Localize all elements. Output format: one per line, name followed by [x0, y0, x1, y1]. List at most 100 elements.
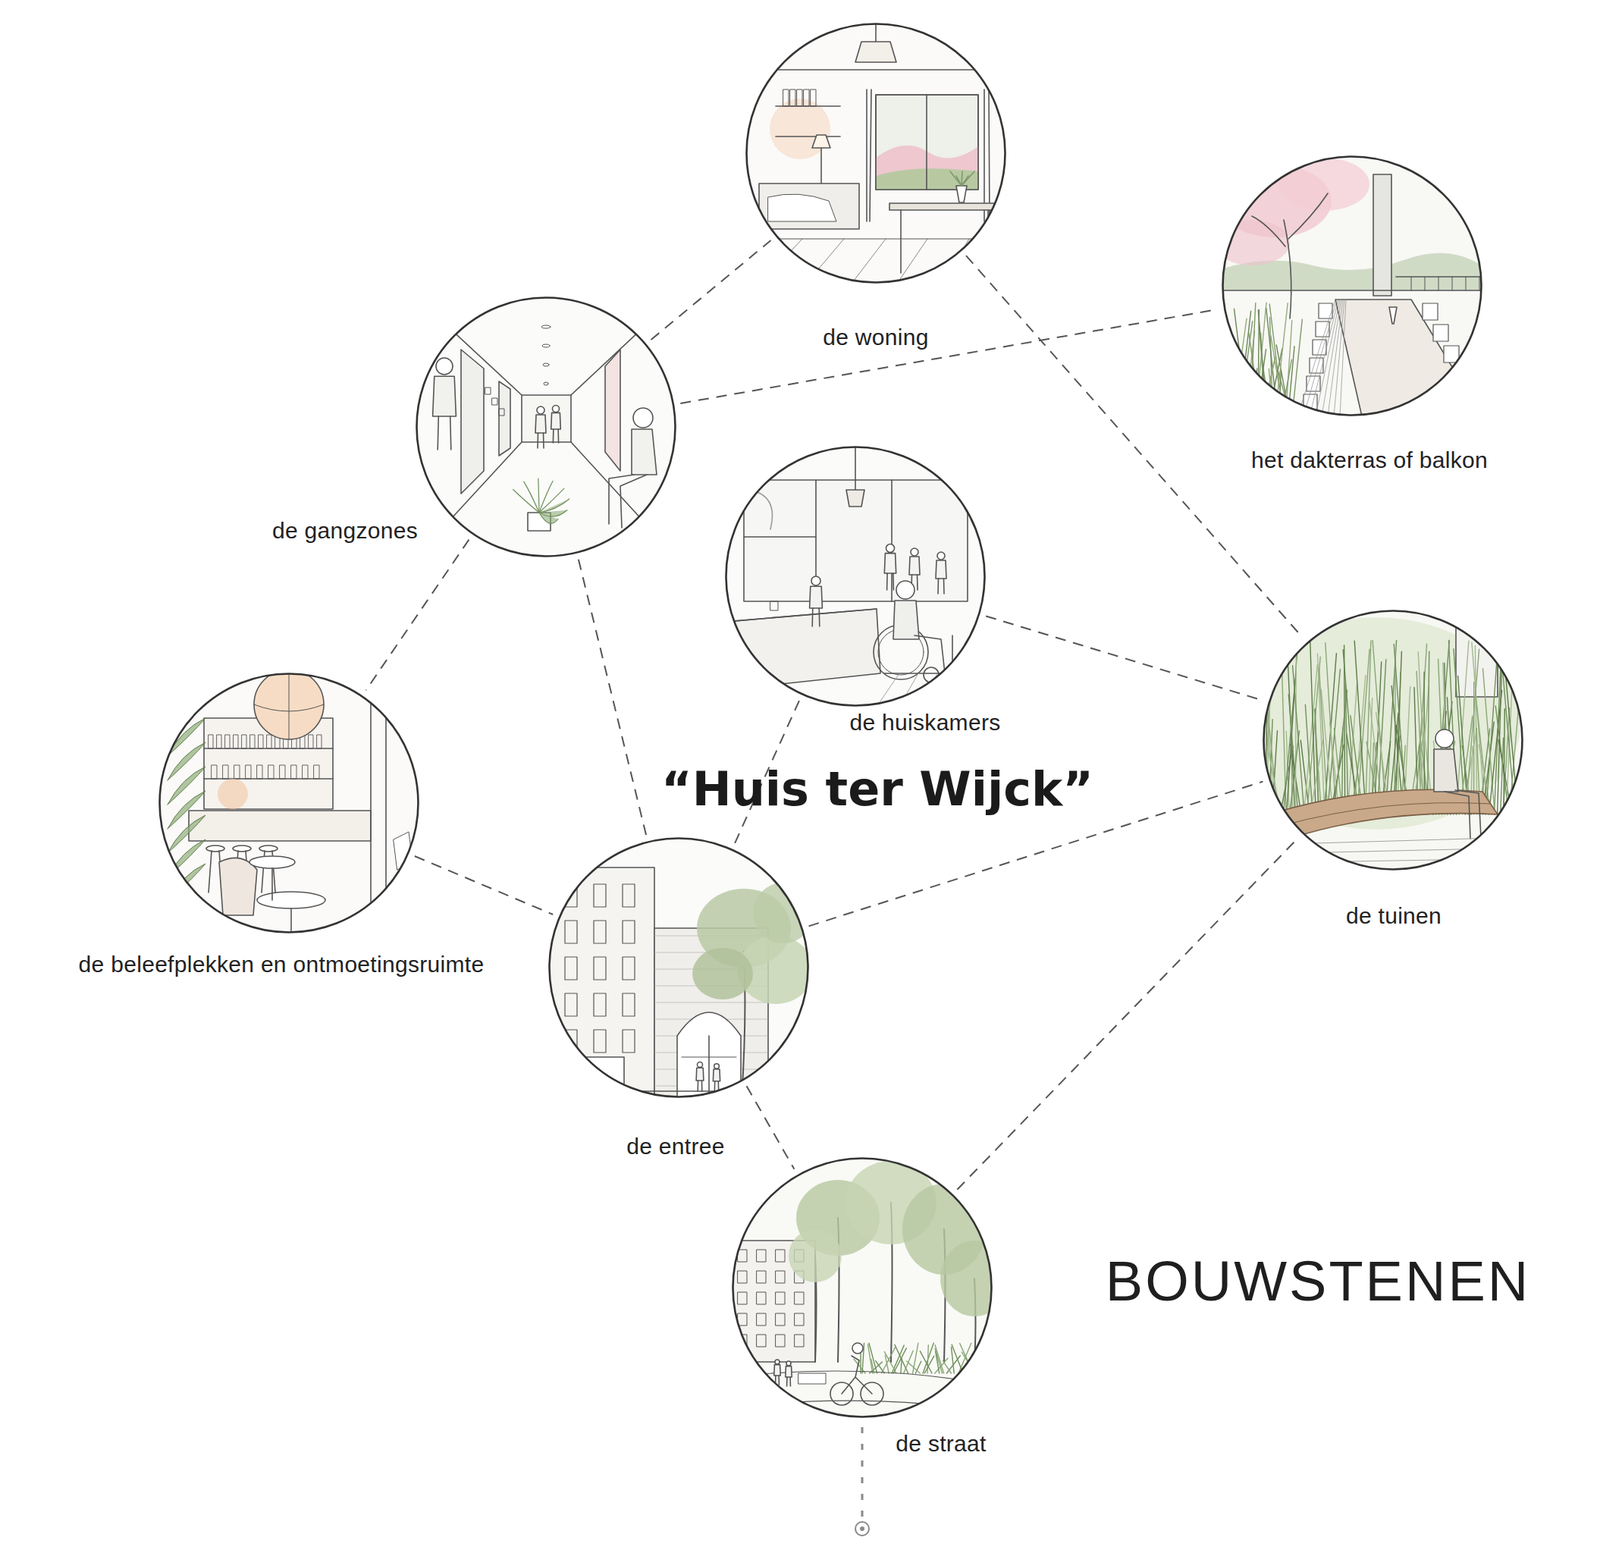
sketch-stroke: [1489, 690, 1503, 815]
sketch-stroke: [385, 672, 387, 934]
sketch-stroke: [972, 1355, 986, 1375]
sketch-stroke: [794, 1292, 804, 1305]
sketch-stroke: [593, 956, 606, 980]
end-dot-core: [859, 1526, 865, 1531]
node-label: de beleefplekken en ontmoetingsruimte: [78, 951, 485, 978]
sketch-stroke: [859, 1352, 861, 1375]
dashed-connector: [366, 539, 470, 691]
sketch-stroke: [415, 296, 677, 558]
sketch-stroke: [884, 553, 896, 574]
sketch-stroke: [1483, 668, 1496, 815]
sketch-stroke: [737, 1270, 747, 1284]
sketch-stroke: [1232, 347, 1237, 417]
sketch-stroke: [871, 1359, 875, 1375]
sketch-stroke: [1270, 335, 1285, 417]
sketch-stroke: [266, 734, 272, 749]
vignette-sketch: [731, 1157, 1009, 1419]
sketch-stroke: [498, 381, 511, 456]
sketch-stroke: [208, 734, 214, 749]
sketch-stroke: [803, 89, 810, 107]
sketch-stroke: [557, 429, 559, 443]
sketch-stroke: [1315, 299, 1340, 417]
sketch-stroke: [956, 175, 962, 186]
sketch-stroke: [564, 920, 578, 944]
sketch-stroke: [756, 1292, 766, 1305]
sketch-stroke: [1344, 645, 1346, 815]
sketch-stroke: [216, 734, 222, 749]
sketch-stroke: [785, 1366, 792, 1378]
vignette-sketch: [158, 669, 420, 934]
sketch-stroke: [564, 993, 578, 1017]
sketch-stroke: [1262, 837, 1524, 845]
sketch-stroke: [1503, 709, 1505, 815]
sketch-stroke: [935, 1351, 940, 1374]
sketch-stroke: [313, 765, 320, 779]
sketch-stroke: [875, 22, 877, 42]
circle-outline: [731, 1157, 993, 1419]
sketch-stroke: [1226, 370, 1240, 417]
sketch-stroke: [925, 94, 928, 190]
sketch-stroke: [783, 89, 789, 107]
sketch-stroke: [811, 576, 821, 586]
sketch-stroke: [989, 1347, 1000, 1374]
sketch-stroke: [564, 956, 578, 980]
sketch-stroke: [268, 765, 274, 779]
sketch-stroke: [1435, 729, 1454, 748]
sketch-stroke: [548, 867, 655, 1103]
sketch-stroke: [1306, 376, 1321, 392]
sketch-stroke: [316, 734, 322, 749]
sketch-stroke: [1258, 310, 1268, 417]
sketch-stroke: [245, 765, 251, 779]
sketch-stroke: [1297, 299, 1336, 417]
sketch-stroke: [290, 908, 292, 934]
sketch-stroke: [257, 765, 263, 779]
sketch-stroke: [737, 1292, 747, 1305]
sketch-stroke: [288, 669, 290, 740]
sketch-stroke: [745, 69, 1007, 71]
sketch-stroke: [1278, 157, 1370, 211]
sketch-stroke: [796, 89, 803, 107]
sketch-stroke: [865, 89, 868, 222]
sketch-stroke: [1243, 358, 1245, 417]
sketch-stroke: [983, 89, 986, 222]
sketch-stroke: [605, 349, 621, 471]
sketch-stroke: [900, 1358, 902, 1374]
sketch-stroke: [302, 765, 308, 779]
dashed-connector: [578, 559, 647, 835]
sketch-stroke: [774, 1359, 780, 1365]
sketch-stroke: [927, 1345, 929, 1374]
sketch-stroke: [788, 1229, 842, 1283]
sketch-stroke: [794, 1313, 804, 1326]
sketch-stroke: [981, 1355, 989, 1374]
dotted-leader: [861, 1427, 864, 1517]
circle-outline: [548, 837, 810, 1099]
sketch-stroke: [1312, 339, 1327, 355]
sketch-stroke: [1335, 299, 1476, 417]
sketch-stroke: [622, 920, 635, 944]
sketch-stroke: [854, 445, 857, 490]
sketch-stroke: [654, 1002, 769, 1004]
sketch-stroke: [770, 601, 779, 611]
sketch-stroke: [1228, 344, 1237, 417]
vignette-node: de woning: [745, 22, 1007, 284]
sketch-stroke: [551, 412, 562, 430]
vignette-sketch: [1232, 609, 1530, 873]
sketch-stroke: [775, 1292, 785, 1305]
sketch-stroke: [950, 171, 962, 186]
sketch-stroke: [1411, 276, 1412, 291]
sketch-stroke: [167, 839, 206, 878]
circle-fill: [746, 23, 1006, 283]
sketch-stroke: [1309, 299, 1339, 417]
sketch-stroke: [206, 845, 225, 852]
sketch-stroke: [875, 94, 979, 190]
sketch-stroke: [1455, 621, 1498, 697]
sketch-stroke: [790, 89, 796, 107]
sketch-stroke: [893, 1348, 907, 1374]
sketch-stroke: [1249, 303, 1255, 417]
sketch-stroke: [250, 734, 255, 749]
sketch-stroke: [1471, 642, 1486, 815]
sketch-stroke: [1239, 321, 1253, 417]
sketch-stroke: [922, 1342, 934, 1374]
sketch-stroke: [1265, 641, 1268, 815]
sketch-stroke: [775, 1270, 785, 1284]
